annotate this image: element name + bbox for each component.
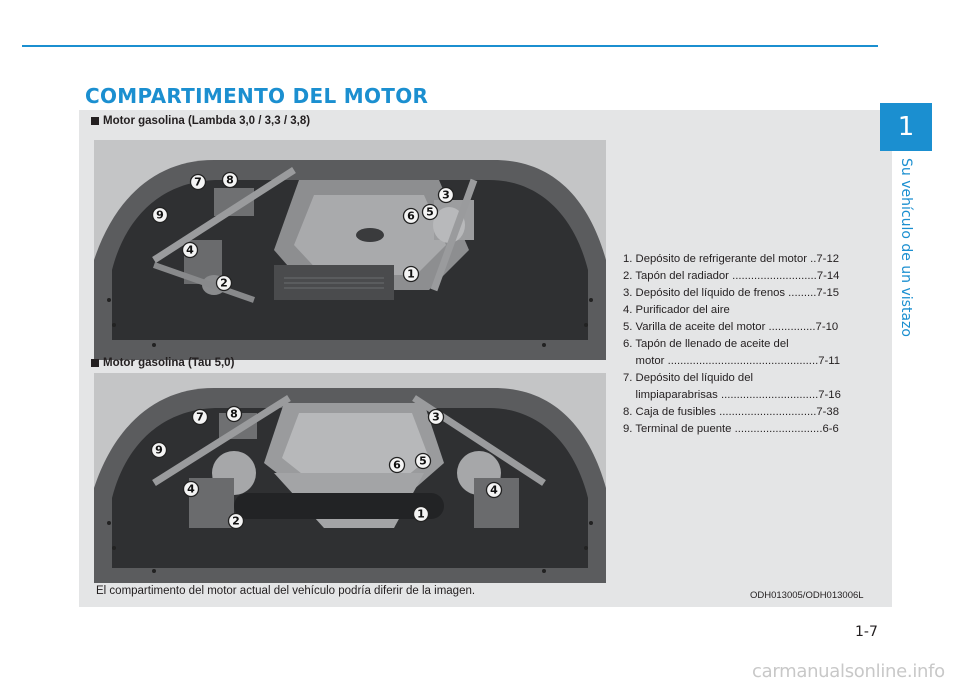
watermark: carmanualsonline.info xyxy=(752,661,945,682)
page-number: 1-7 xyxy=(855,624,878,640)
callout-4-left: 4 xyxy=(182,480,200,498)
svg-text:1: 1 xyxy=(417,508,425,521)
callout-2: 2 xyxy=(215,274,233,292)
image-code: ODH013005/ODH013006L xyxy=(750,590,864,601)
callout-4-right: 4 xyxy=(485,481,503,499)
legend-item: 2. Tapón del radiador ..................… xyxy=(623,270,840,282)
top-rule xyxy=(22,45,878,47)
legend-item: 6. Tapón de llenado de aceite del xyxy=(623,338,789,350)
engine-image-lambda: 7 8 9 4 2 1 3 6 5 xyxy=(94,140,606,360)
svg-text:4: 4 xyxy=(490,484,498,497)
chapter-tab: 1 xyxy=(880,103,932,151)
legend-item: 4. Purificador del aire xyxy=(623,304,730,316)
callout-9: 9 xyxy=(150,441,168,459)
svg-text:3: 3 xyxy=(442,189,450,202)
svg-text:9: 9 xyxy=(155,444,163,457)
figure1-caption-text: Motor gasolina (Lambda 3,0 / 3,3 / 3,8) xyxy=(103,115,311,127)
callout-6: 6 xyxy=(388,456,406,474)
svg-text:1: 1 xyxy=(407,268,415,281)
callout-5: 5 xyxy=(414,452,432,470)
svg-text:5: 5 xyxy=(419,455,427,468)
legend-item: 8. Caja de fusibles ....................… xyxy=(623,406,839,418)
callout-7: 7 xyxy=(191,408,209,426)
figure2-caption: Motor gasolina (Tau 5,0) xyxy=(91,357,234,369)
callout-3: 3 xyxy=(427,408,445,426)
svg-text:7: 7 xyxy=(196,411,204,424)
svg-text:6: 6 xyxy=(407,210,415,223)
legend-item: 5. Varilla de aceite del motor .........… xyxy=(623,321,839,333)
callout-8: 8 xyxy=(221,171,239,189)
legend-item: 7. Depósito del líquido del xyxy=(623,372,754,384)
callout-7: 7 xyxy=(189,173,207,191)
legend-item: 3. Depósito del líquido de frenos ......… xyxy=(623,287,840,299)
legend-item: motor ..................................… xyxy=(623,355,840,367)
svg-text:7: 7 xyxy=(194,176,202,189)
svg-text:2: 2 xyxy=(220,277,228,290)
legend-item: 1. Depósito de refrigerante del motor ..… xyxy=(623,253,840,265)
svg-text:6: 6 xyxy=(393,459,401,472)
svg-text:5: 5 xyxy=(426,206,434,219)
callout-4: 4 xyxy=(181,241,199,259)
disclaimer-note: El compartimento del motor actual del ve… xyxy=(96,585,476,597)
parts-legend: 1. Depósito de refrigerante del motor ..… xyxy=(623,251,873,438)
svg-text:4: 4 xyxy=(186,244,194,257)
svg-text:9: 9 xyxy=(156,209,164,222)
svg-text:8: 8 xyxy=(230,408,238,421)
callout-9: 9 xyxy=(151,206,169,224)
callout-6: 6 xyxy=(402,207,420,225)
svg-text:4: 4 xyxy=(187,483,195,496)
svg-text:8: 8 xyxy=(226,174,234,187)
square-bullet-icon xyxy=(91,117,99,125)
legend-item: limpiaparabrisas .......................… xyxy=(623,389,841,401)
engine-image-tau: 7 8 9 4 4 2 1 3 6 5 xyxy=(94,373,606,583)
figure2-caption-text: Motor gasolina (Tau 5,0) xyxy=(103,357,235,369)
callout-1: 1 xyxy=(412,505,430,523)
chapter-title: Su vehículo de un vistazo xyxy=(898,158,914,337)
square-bullet-icon xyxy=(91,359,99,367)
callout-2: 2 xyxy=(227,512,245,530)
svg-text:3: 3 xyxy=(432,411,440,424)
legend-item: 9. Terminal de puente ..................… xyxy=(623,423,839,435)
callout-8: 8 xyxy=(225,405,243,423)
svg-text:2: 2 xyxy=(232,515,240,528)
page-title: COMPARTIMENTO DEL MOTOR xyxy=(85,84,429,108)
engine-lambda-illustration: 7 8 9 4 2 1 3 6 5 xyxy=(94,140,606,360)
callout-3: 3 xyxy=(437,186,455,204)
figure1-caption: Motor gasolina (Lambda 3,0 / 3,3 / 3,8) xyxy=(91,115,310,127)
callout-5: 5 xyxy=(421,203,439,221)
callout-1: 1 xyxy=(402,265,420,283)
engine-tau-illustration: 7 8 9 4 4 2 1 3 6 5 xyxy=(94,373,606,583)
